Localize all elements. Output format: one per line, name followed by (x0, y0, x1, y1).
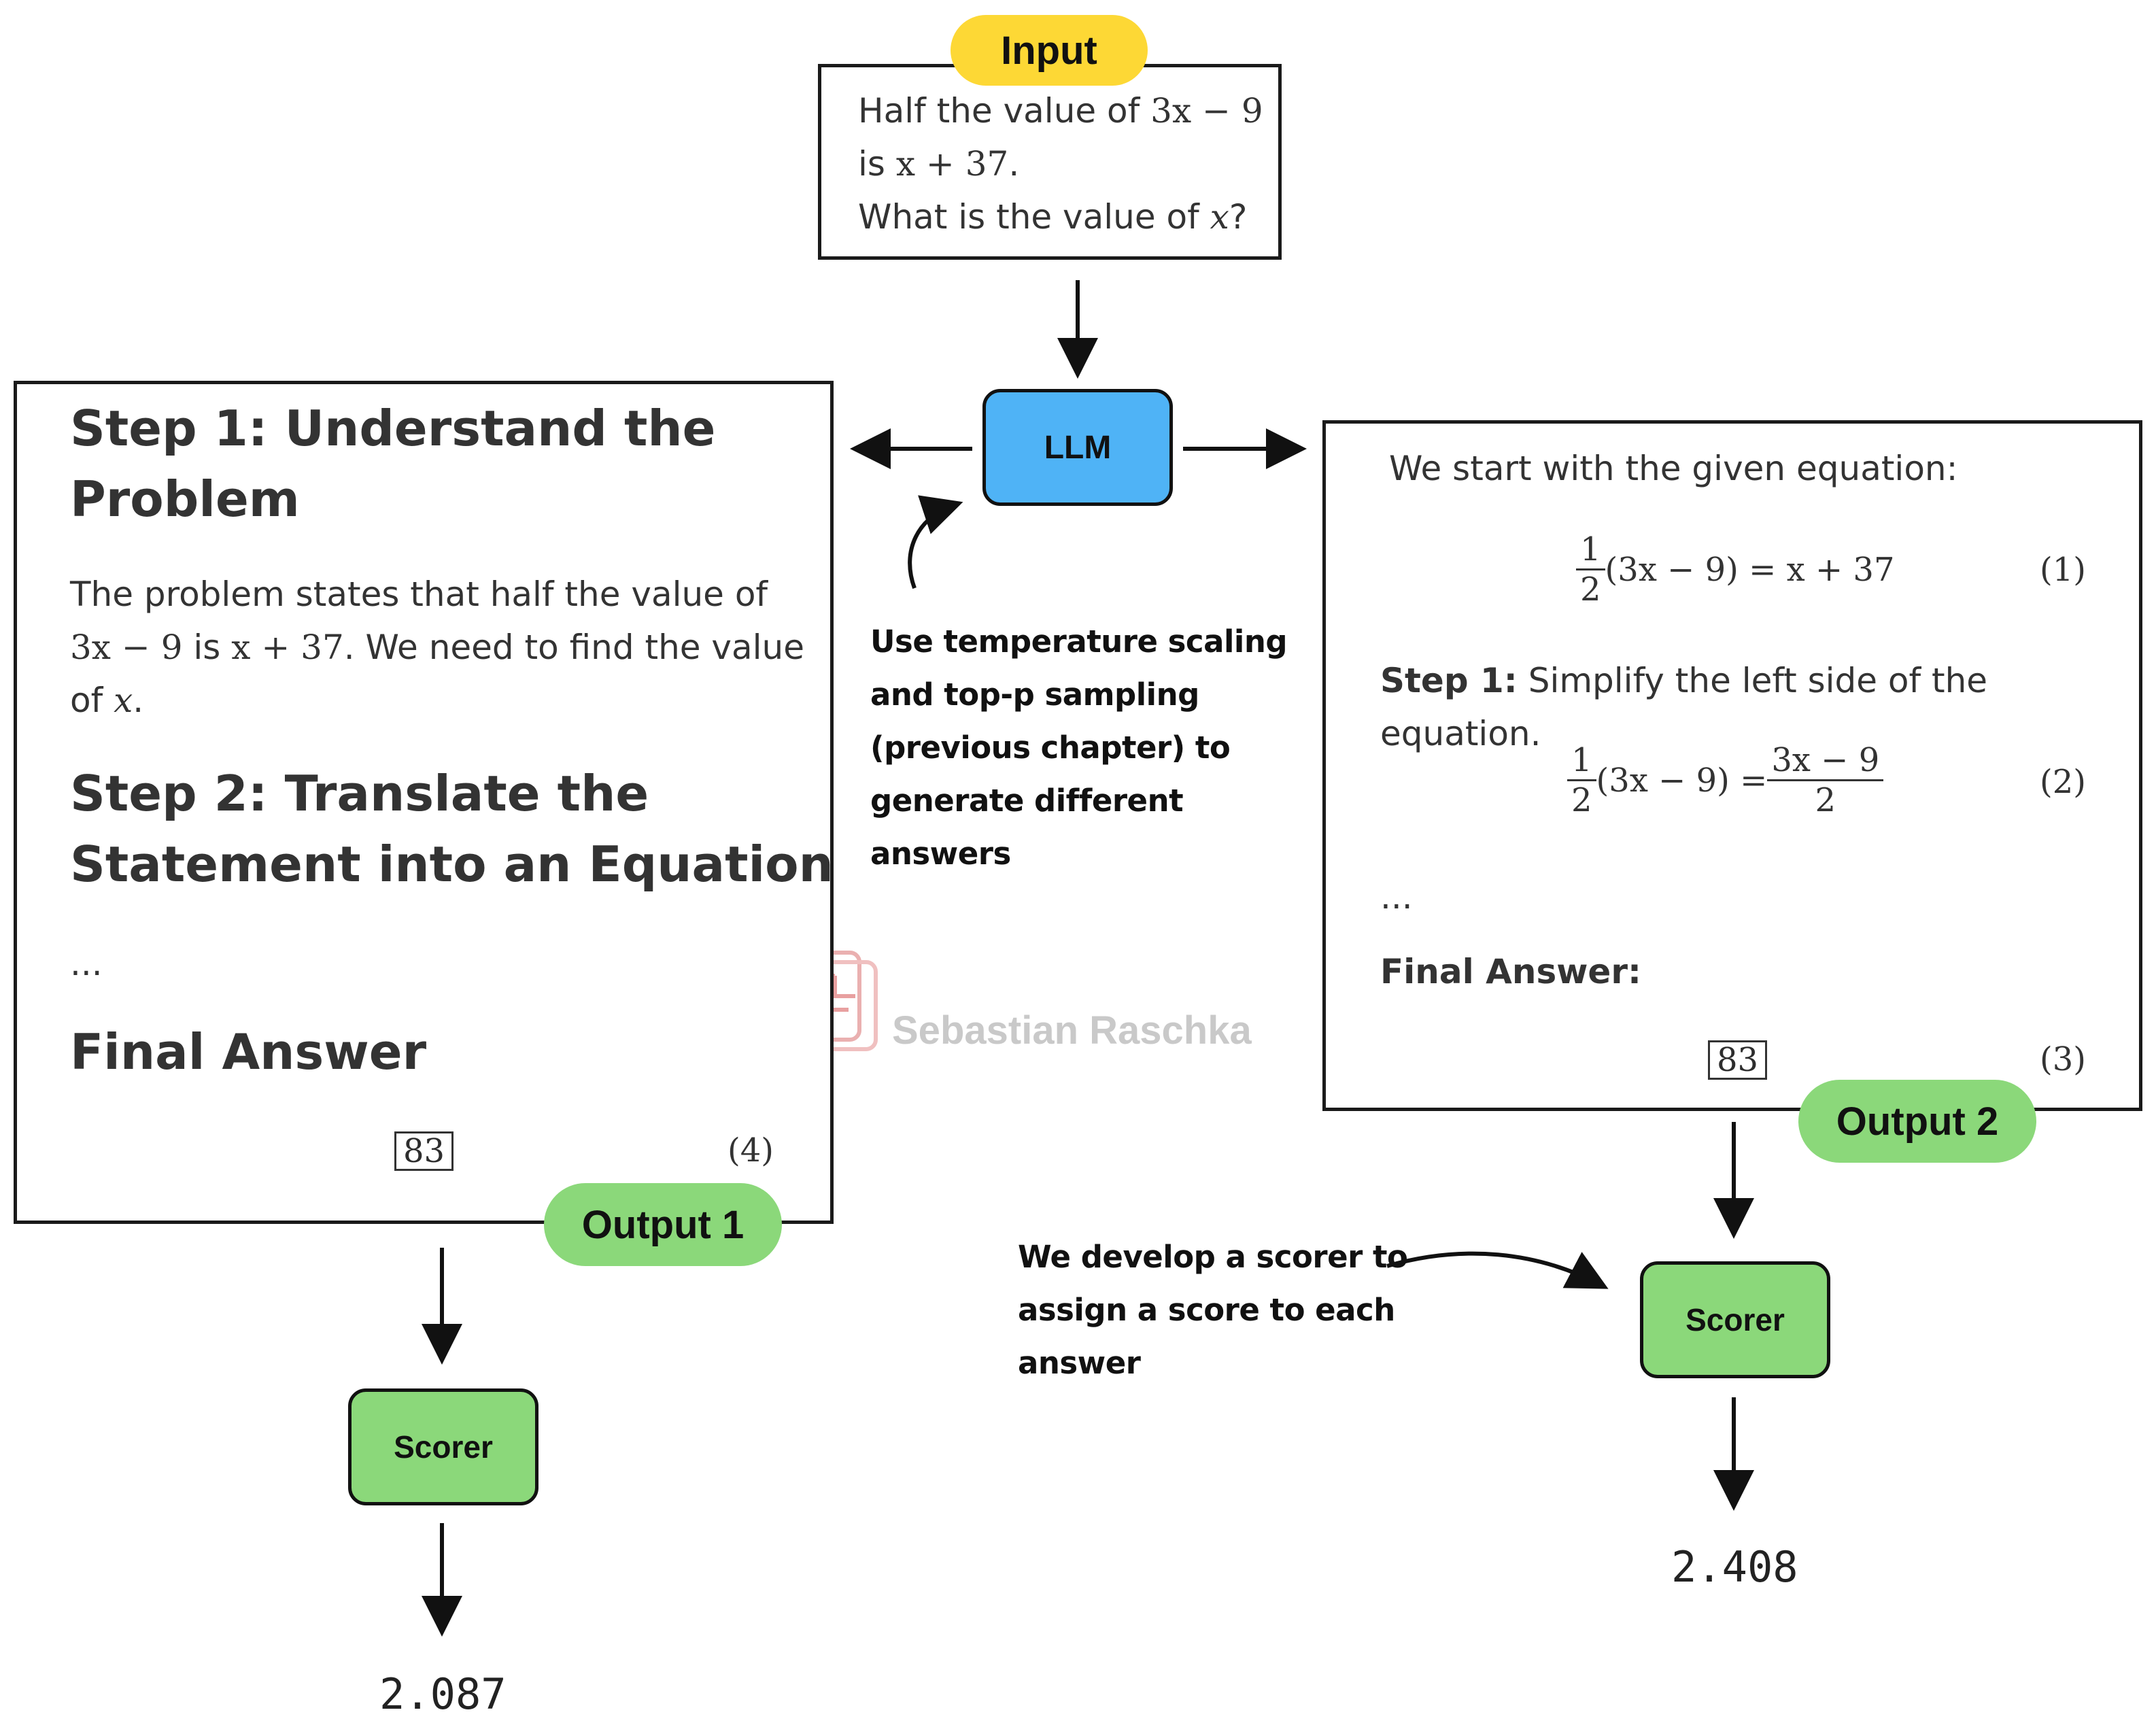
output1-step2-heading-line1: Step 2: Translate the (70, 765, 649, 822)
output1-body-line2: 3x − 9 is x + 37. We need to find the va… (70, 628, 804, 667)
output2-final-heading: Final Answer: (1380, 952, 1641, 991)
watermark-text: Sebastian Raschka (892, 1008, 1252, 1053)
output1-answer: 83 (394, 1131, 454, 1171)
sampling-annotation: Use temperature scaling and top-p sampli… (870, 615, 1288, 881)
output1-ellipsis: ... (70, 944, 103, 983)
output1-box (14, 381, 834, 1224)
output1-step1-heading: Step 1: Understand the Problem (70, 393, 716, 534)
scorer-note-line-3: answer (1018, 1345, 1141, 1381)
output2-step1-bold: Step 1: (1380, 661, 1518, 700)
output1-step2-heading: Step 2: Translate the Statement into an … (70, 758, 834, 900)
output2-pill: Output 2 (1798, 1080, 2036, 1163)
eq1-rest: (3x − 9) = x + 37 (1605, 550, 1895, 589)
output2-box (1322, 420, 2142, 1111)
scorer-annotation: We develop a scorer to assign a score to… (1018, 1231, 1408, 1390)
scorer2-label: Scorer (1686, 1302, 1785, 1337)
sampling-line-5: answers (870, 836, 1011, 872)
score1-value: 2.087 (379, 1669, 507, 1719)
output2-eq-tag-1: (1) (2040, 551, 2086, 589)
input-line-1: Half the value of 3x − 9 (858, 91, 1263, 131)
input-label: Input (1001, 28, 1097, 73)
output2-ellipsis: ... (1380, 877, 1413, 917)
output2-eq-tag-2: (2) (2040, 763, 2086, 801)
output2-intro: We start with the given equation: (1389, 449, 1958, 488)
scorer2-node: Scorer (1640, 1261, 1830, 1378)
output2-eq-tag-3: (3) (2040, 1040, 2086, 1078)
sampling-line-4: generate different (870, 783, 1184, 819)
output2-answer-box: 83 (1708, 1040, 1768, 1080)
arrow-scorer-note (1386, 1251, 1609, 1289)
output2-answer: 83 (1708, 1040, 1768, 1080)
score2-value: 2.408 (1671, 1542, 1798, 1592)
output1-step2-heading-line2: Statement into an Equation (70, 836, 834, 893)
llm-node: LLM (982, 389, 1173, 506)
scorer-note-line-2: assign a score to each (1018, 1292, 1395, 1328)
eq2-mid: (3x − 9) = (1596, 761, 1768, 800)
input-pill: Input (951, 15, 1148, 86)
output1-pill: Output 1 (544, 1183, 782, 1266)
scorer1-node: Scorer (348, 1388, 538, 1505)
output1-answer-box: 83 (394, 1131, 454, 1171)
sampling-line-3: (previous chapter) to (870, 730, 1231, 766)
output1-body-line3: of x. (70, 681, 144, 720)
input-box (818, 64, 1282, 260)
input-line-2: is x + 37. (858, 144, 1020, 184)
input-question: Half the value of 3x − 9 is x + 37. What… (858, 84, 1263, 243)
output1-eq-number: (4) (728, 1131, 774, 1170)
scorer-note-line-1: We develop a scorer to (1018, 1239, 1408, 1275)
output1-label: Output 1 (581, 1202, 745, 1247)
output1-step1-heading-line1: Step 1: Understand the (70, 400, 716, 457)
output2-label: Output 2 (1836, 1099, 1999, 1144)
output2-step1-text: Simplify the left side of the equation. (1380, 661, 1988, 753)
scorer1-label: Scorer (394, 1429, 493, 1465)
sampling-line-1: Use temperature scaling (870, 624, 1288, 660)
output1-body: The problem states that half the value o… (70, 568, 804, 727)
output2-step1: Step 1: Simplify the left side of the eq… (1380, 654, 2156, 760)
sampling-line-2: and top-p sampling (870, 677, 1199, 713)
arrow-sampling-note (908, 495, 963, 590)
output1-final-heading: Final Answer (70, 1023, 427, 1080)
llm-label: LLM (1044, 429, 1112, 466)
input-line-3: What is the value of x? (858, 197, 1248, 237)
output1-body-line1: The problem states that half the value o… (70, 575, 768, 614)
output1-step1-heading-line2: Problem (70, 471, 300, 528)
